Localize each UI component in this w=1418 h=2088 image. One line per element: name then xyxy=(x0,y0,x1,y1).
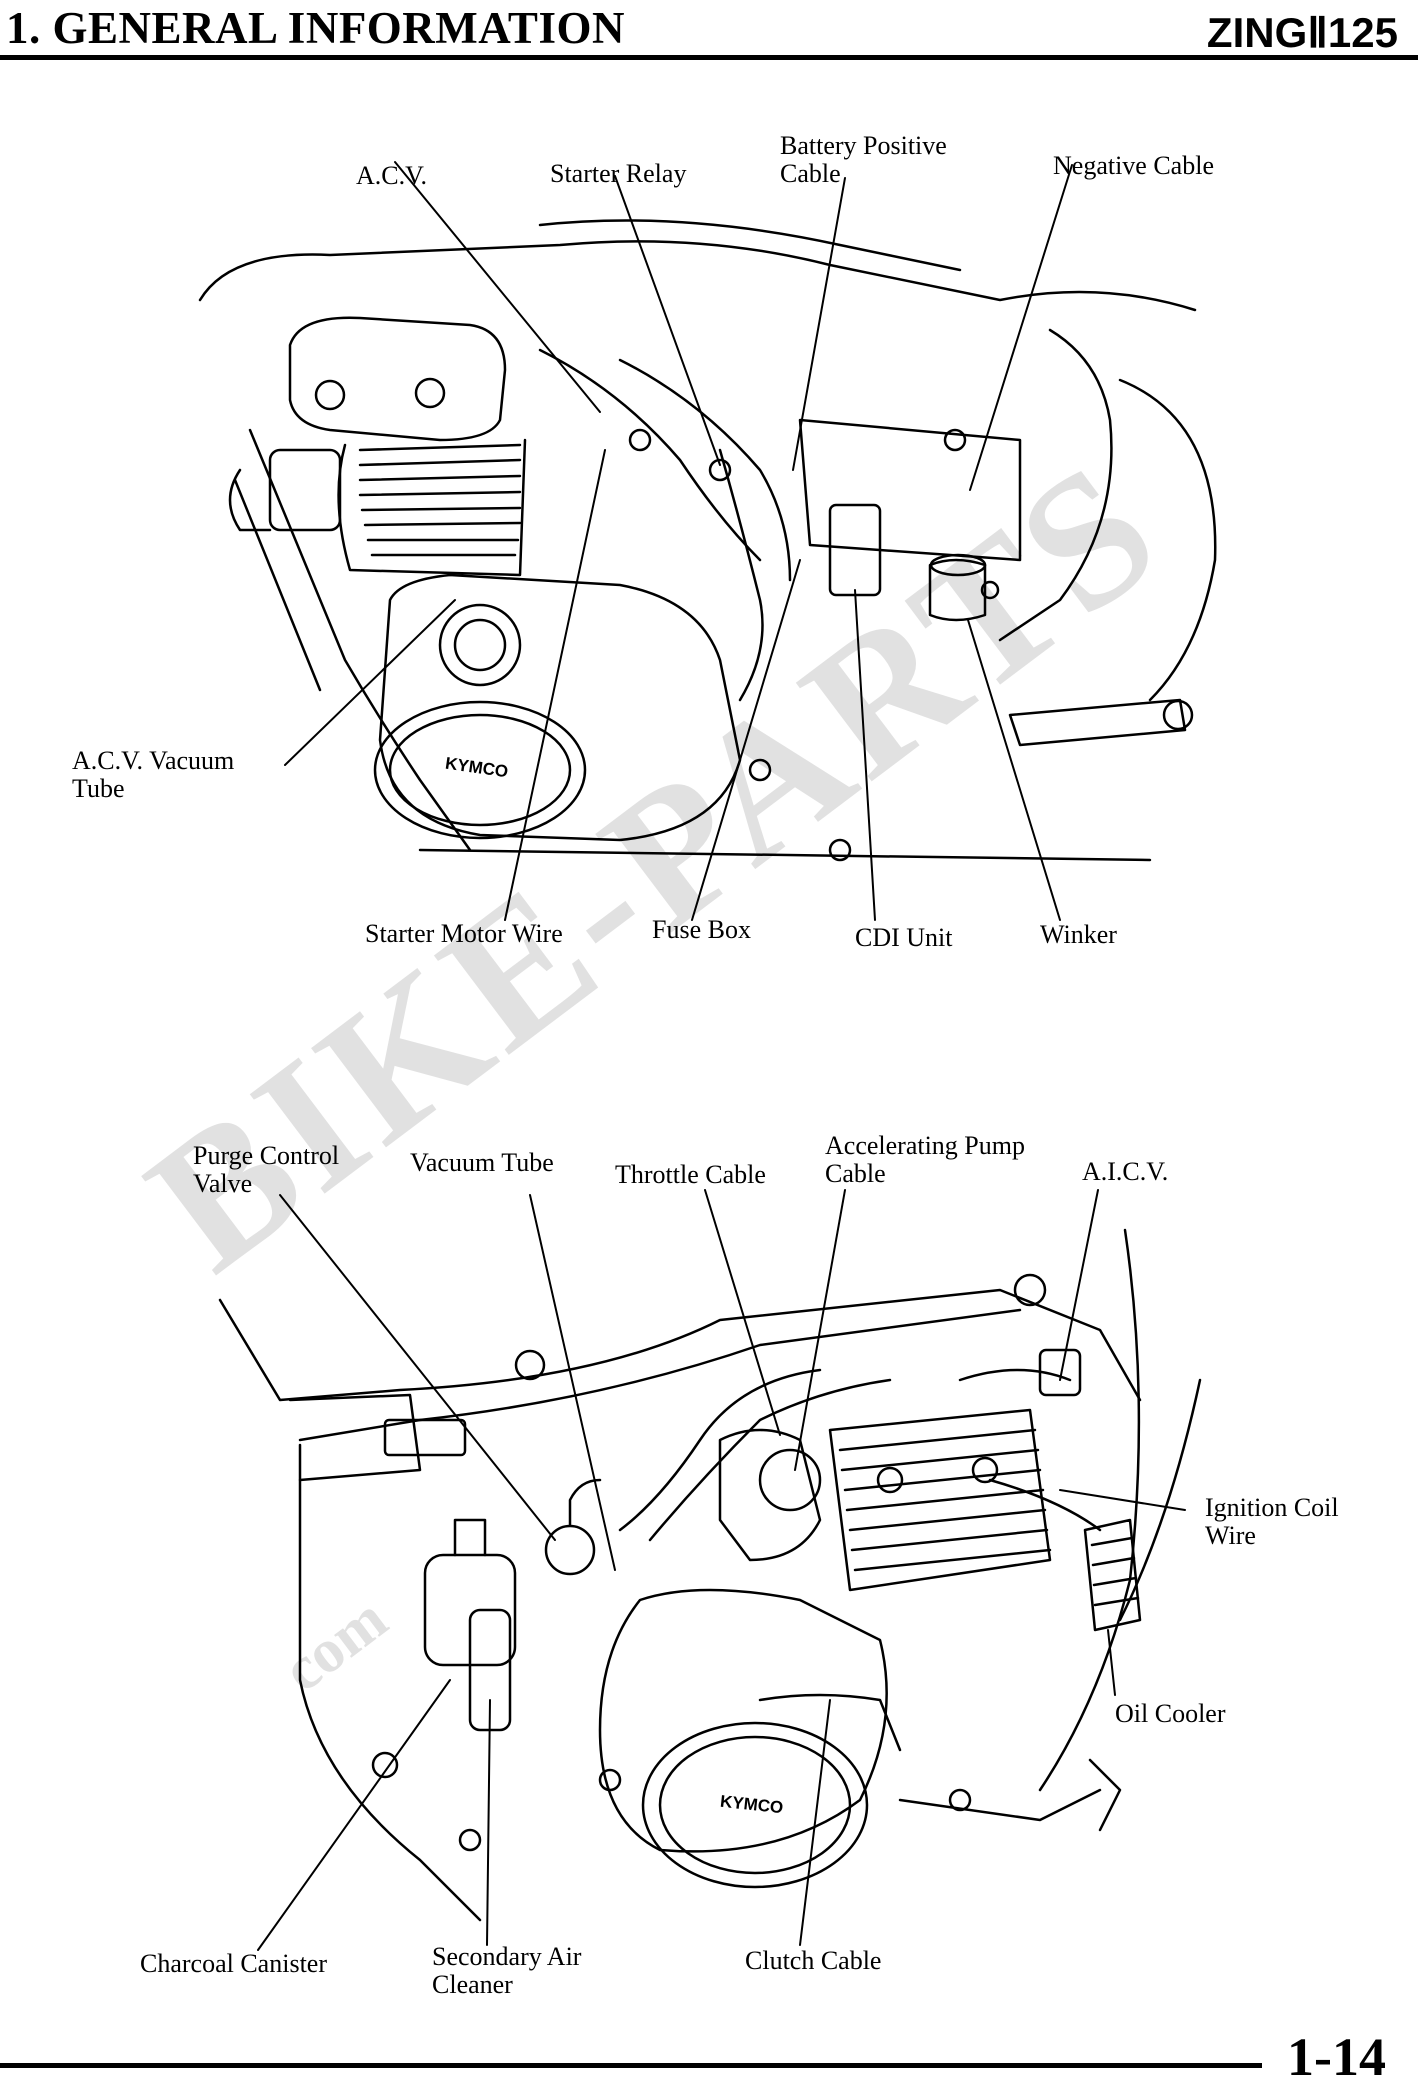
header-rule xyxy=(0,55,1418,60)
label-oil-cooler: Oil Cooler xyxy=(1115,1699,1226,1728)
section-title: 1. GENERAL INFORMATION xyxy=(6,3,625,53)
top-engine-drawing xyxy=(198,219,1217,862)
label-battery-positive-cable: Battery Positive Cable xyxy=(780,131,947,188)
label-negative-cable: Negative Cable xyxy=(1053,151,1214,180)
bottom-leader-lines xyxy=(257,1189,1186,1951)
label-clutch-cable: Clutch Cable xyxy=(745,1946,882,1975)
footer-rule xyxy=(0,2063,1262,2068)
label-winker: Winker xyxy=(1040,920,1117,949)
label-throttle-cable: Throttle Cable xyxy=(615,1160,766,1189)
label-vacuum-tube: Vacuum Tube xyxy=(410,1148,554,1177)
label-cdi-unit: CDI Unit xyxy=(855,923,953,952)
label-aicv: A.I.C.V. xyxy=(1082,1157,1169,1186)
page-number: 1-14 xyxy=(1287,2027,1386,2087)
label-fuse-box: Fuse Box xyxy=(652,915,751,944)
label-ignition-coil-wire: Ignition Coil Wire xyxy=(1205,1493,1339,1550)
label-charcoal-canister: Charcoal Canister xyxy=(140,1949,327,1978)
label-purge-control-valve: Purge Control Valve xyxy=(193,1141,340,1198)
label-secondary-air-cleaner: Secondary Air Cleaner xyxy=(432,1942,582,1999)
label-acv: A.C.V. xyxy=(356,161,428,190)
top-leader-lines xyxy=(284,161,1073,921)
label-starter-relay: Starter Relay xyxy=(550,159,687,188)
label-starter-motor-wire: Starter Motor Wire xyxy=(365,919,563,948)
label-accelerating-pump-cable: Accelerating Pump Cable xyxy=(825,1131,1025,1188)
model-name: ZINGⅡ125 xyxy=(1206,9,1398,56)
label-acv-vacuum-tube: A.C.V. Vacuum Tube xyxy=(72,746,235,803)
bottom-engine-drawing xyxy=(218,1228,1202,1922)
